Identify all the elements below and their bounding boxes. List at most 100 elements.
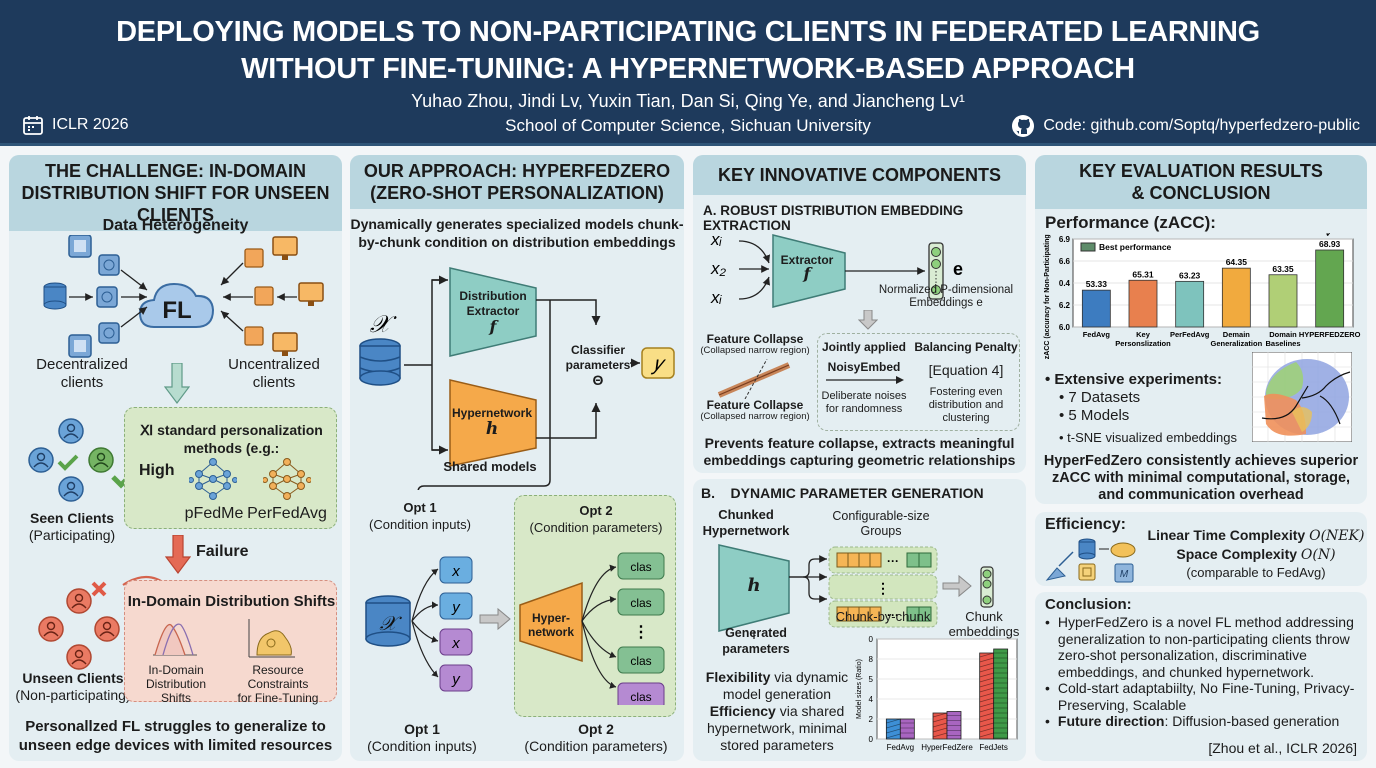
y-tick-label: 5 [869, 675, 874, 684]
code-url[interactable]: Code: github.com/Soptq/hyperfedzero-publ… [1043, 117, 1360, 134]
fl-diagram: FL [43, 235, 324, 358]
challenge-panel: THE CHALLENGE: IN-DOMAIN DISTRIBUTION SH… [9, 155, 342, 761]
hatch-line [932, 732, 948, 738]
user-icon [88, 447, 114, 473]
code-link[interactable]: Code: github.com/Soptq/hyperfedzero-publ… [1011, 114, 1360, 138]
affiliation: School of Computer Science, Sichuan Univ… [505, 116, 871, 135]
seen-clients-diagram [28, 418, 141, 502]
qr-icon [244, 248, 264, 268]
y-tick-label: 2 [869, 715, 874, 724]
x-tick-label: PerFedAvg [1170, 330, 1210, 339]
section-a-title: A. ROBUST DISTRIBUTION EMBEDDING EXTRACT… [703, 203, 964, 233]
bar-hatch [886, 718, 901, 739]
x-tick-label: FedAvg [1083, 330, 1111, 339]
y-tick-label: 0 [869, 735, 874, 744]
user-icon [38, 616, 64, 642]
data-label: 63.23 [1179, 270, 1201, 280]
resource-chart-icon [248, 619, 295, 658]
svg-text:⋮: ⋮ [633, 624, 649, 641]
bar [1175, 280, 1205, 328]
data-label: 68.93 [1319, 239, 1341, 249]
hatch-line [979, 682, 994, 688]
bar-hatch [932, 712, 948, 738]
hyper-network-label: Hyper- network [527, 611, 574, 639]
distribution-extractor-block [449, 267, 537, 357]
hatch-line [979, 652, 994, 658]
down-arrow-icon [858, 310, 878, 330]
extractor-label: Distribution Extractor f [459, 289, 527, 336]
classifier-box [617, 588, 665, 616]
y-tick-label: 6.9 [1059, 235, 1071, 244]
chunked-hypernetwork-block [718, 544, 790, 632]
standard-methods-box: Ⅺ standard personalization methods (e.g.… [124, 407, 337, 529]
database-icon [43, 282, 67, 310]
extractor-block [772, 234, 846, 308]
hatch-line [886, 733, 901, 739]
conclusion-item: •Future direction: Diffusion-based gener… [1045, 713, 1340, 729]
authors: Yuhao Zhou, Jindi Lv, Yuxin Tian, Dan Si… [411, 91, 965, 111]
output-y-box [641, 347, 675, 379]
high-label: High [139, 462, 175, 479]
data-label: 63.35 [1272, 264, 1294, 274]
hatch-line [979, 692, 994, 698]
failure-arrow-icon [165, 535, 191, 574]
chunk-row [836, 606, 932, 622]
tsne-plot [1252, 352, 1352, 442]
results-title: KEY EVALUATION RESULTS & CONCLUSION [1035, 155, 1367, 209]
svg-text:e: e [953, 259, 963, 279]
right-arrow-icon [479, 607, 511, 631]
hatch-line [979, 657, 994, 663]
conclusion-item: •Cold-start adaptabiilty, No Fine-Tuning… [1045, 680, 1355, 713]
chunk-row [836, 552, 932, 568]
input-x-box [439, 556, 473, 584]
opt1-label: Opt 1 (Condition inputs) [369, 500, 471, 532]
chunked-hypernetwork-label: Chunked Hypernetwork [702, 507, 790, 538]
processor-icon [98, 254, 120, 276]
svg-text:x: x [451, 563, 460, 580]
bottom-opt1-label: Opt 1 (Condition inputs) [367, 721, 477, 754]
monitor-icon [272, 236, 298, 260]
decentralized-label: Decentralized clients [36, 356, 128, 391]
right-arrow-icon [942, 574, 972, 598]
uncentralized-label: Uncentralized clients [228, 356, 320, 391]
input-y-box [439, 664, 473, 692]
hatch-line [979, 702, 994, 708]
y-axis-label: Model sizes (Ratio) [856, 659, 863, 719]
y-axis-label: zACC (accuracy for Non-Participating Cli… [1044, 233, 1051, 359]
processor-icon [98, 322, 120, 344]
challenge-title: THE CHALLENGE: IN-DOMAIN DISTRIBUTION SH… [9, 155, 342, 231]
feature-collapse-label-2: Feature Collapse (Collapsed narrow regio… [700, 398, 810, 422]
hypernetwork-block [449, 379, 537, 467]
hatch-line [979, 677, 994, 683]
classifier-parameters-label: Classifier parameters Θ [565, 343, 631, 388]
down-arrow-icon [164, 363, 190, 404]
x-tick-label: HYPERFEDZERO [1299, 330, 1361, 339]
hatch-line [932, 717, 948, 723]
groups-label: Configurable-size Groups [832, 509, 930, 538]
svg-text:M: M [1120, 569, 1129, 580]
conclusion-panel: Conclusion: •HyperFedZero is a novel FL … [1035, 592, 1367, 761]
database-icon [359, 338, 401, 386]
efficiency-label: Efficiency: [1045, 516, 1126, 533]
classifier-box [617, 646, 665, 674]
user-icon [94, 616, 120, 642]
flexibility-efficiency-text: Flexibility via dynamic model generation… [705, 669, 849, 753]
svg-text:···: ··· [887, 554, 899, 568]
classifier-box [617, 552, 665, 580]
chip-icon [68, 235, 92, 258]
conclusion-list: •HyperFedZero is a novel FL method addre… [1045, 614, 1363, 730]
efficiency-icons: M [1045, 538, 1136, 583]
svg-text:clas: clas [630, 596, 651, 610]
hatch-line [979, 732, 994, 738]
chunk-by-chunk-label: Chunk-by-chunk [835, 609, 931, 624]
bar-hatch [900, 722, 915, 739]
bar-hatch [947, 715, 961, 736]
bar [899, 718, 915, 740]
svg-text:···: ··· [887, 608, 899, 622]
x-tick-label: Key [1136, 330, 1151, 339]
unseen-clients-label: Unseen Clients (Non-participating) [15, 670, 131, 703]
hatch-line [979, 672, 994, 678]
data-heterogeneity-label: Data Heterogeneity [102, 217, 249, 234]
bottom-opt2-label: Opt 2 (Condition parameters) [524, 721, 668, 754]
results-panel: KEY EVALUATION RESULTS & CONCLUSION Perf… [1035, 155, 1367, 504]
